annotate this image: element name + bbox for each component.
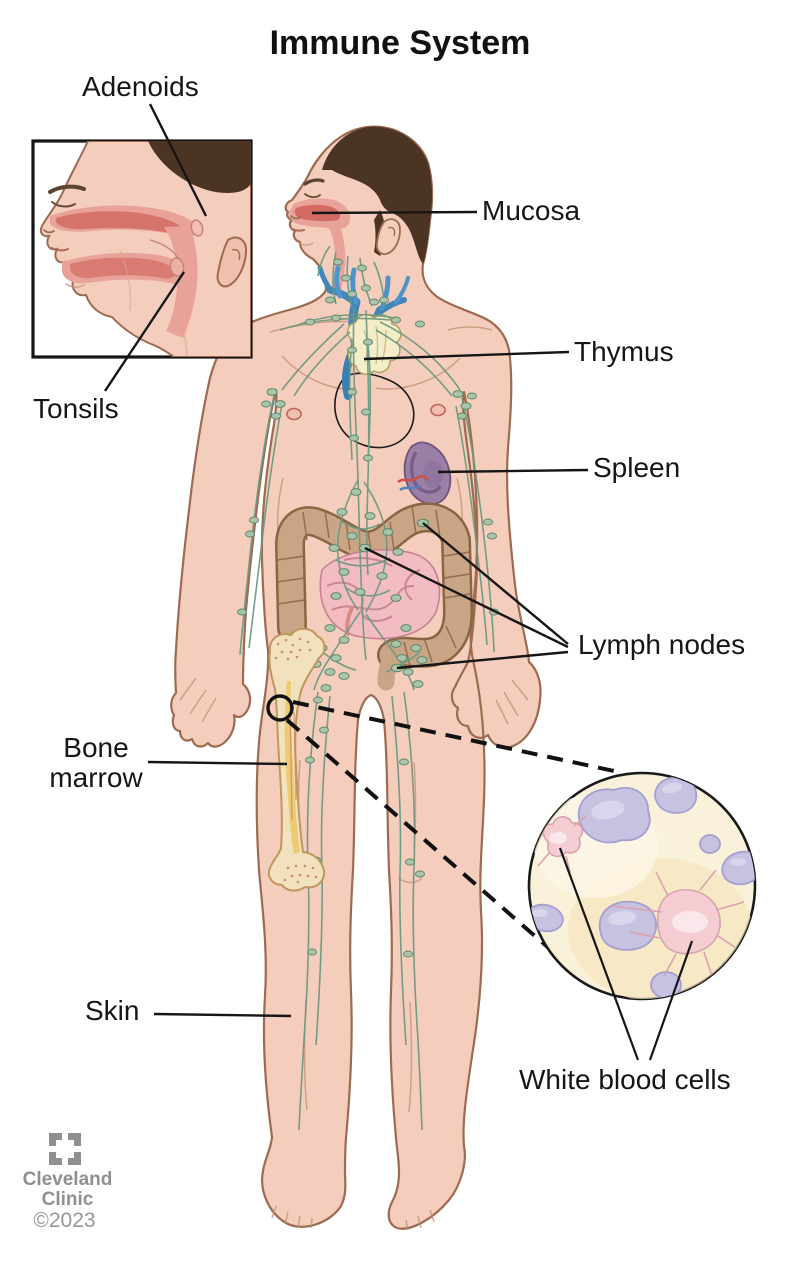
spleen-organ [397, 441, 452, 505]
colon-haustra [276, 505, 471, 667]
wbc-inset-circle [527, 771, 757, 1001]
wbc-leaders [558, 847, 694, 1061]
lymph-network [237, 245, 499, 1131]
colon [274, 502, 474, 691]
label-skin: Skin [85, 995, 140, 1026]
leader-lines [104, 103, 694, 1061]
thymus-leader [363, 350, 570, 361]
adenoids-leader [148, 103, 208, 217]
page-title: Immune System [269, 24, 531, 62]
inset-face [39, 141, 251, 357]
bone-marrow-leader [147, 760, 288, 766]
spleen-leader [437, 468, 589, 474]
label-adenoids: Adenoids [82, 71, 199, 102]
inset-ear [216, 236, 248, 288]
copyright-text: ©2023 [33, 1209, 96, 1232]
adenoid-gland [190, 219, 204, 237]
label-thymus: Thymus [574, 336, 674, 367]
cleveland-clinic-mark [49, 1133, 81, 1165]
hair [322, 126, 433, 265]
tonsil-gland [169, 257, 185, 277]
spleen-vein [399, 484, 420, 492]
ear [375, 218, 401, 256]
brand-line1: Cleveland [22, 1169, 113, 1190]
label-white-blood-cells: White blood cells [519, 1064, 731, 1095]
lymph-nodes-cluster [237, 258, 499, 958]
label-tonsils: Tonsils [33, 393, 119, 424]
label-lymph-nodes: Lymph nodes [578, 629, 746, 660]
cleveland-clinic-wordmark: Cleveland Clinic [17, 1170, 118, 1210]
heart-outline [334, 372, 415, 449]
dashed-connector-lines [285, 700, 615, 952]
mucosa-leader [311, 210, 478, 215]
brand-line2: Clinic [41, 1189, 94, 1210]
lymph-vessels [239, 245, 495, 1131]
face-features [290, 178, 325, 246]
chest-details [286, 403, 446, 591]
magnifier-circle [266, 694, 294, 722]
label-mucosa: Mucosa [482, 195, 581, 226]
skin-leader [153, 1012, 292, 1018]
lymph-nodes-leaders [364, 522, 569, 670]
face-inset-box [31, 139, 253, 359]
label-spleen: Spleen [593, 452, 681, 483]
femur-bone [266, 627, 326, 892]
bone-stipple [274, 637, 318, 884]
tonsils-leader [104, 271, 185, 392]
bone-marrow-region [284, 681, 300, 854]
label-bone-marrow: Bone marrow [49, 732, 143, 793]
spleen-artery [397, 475, 429, 484]
